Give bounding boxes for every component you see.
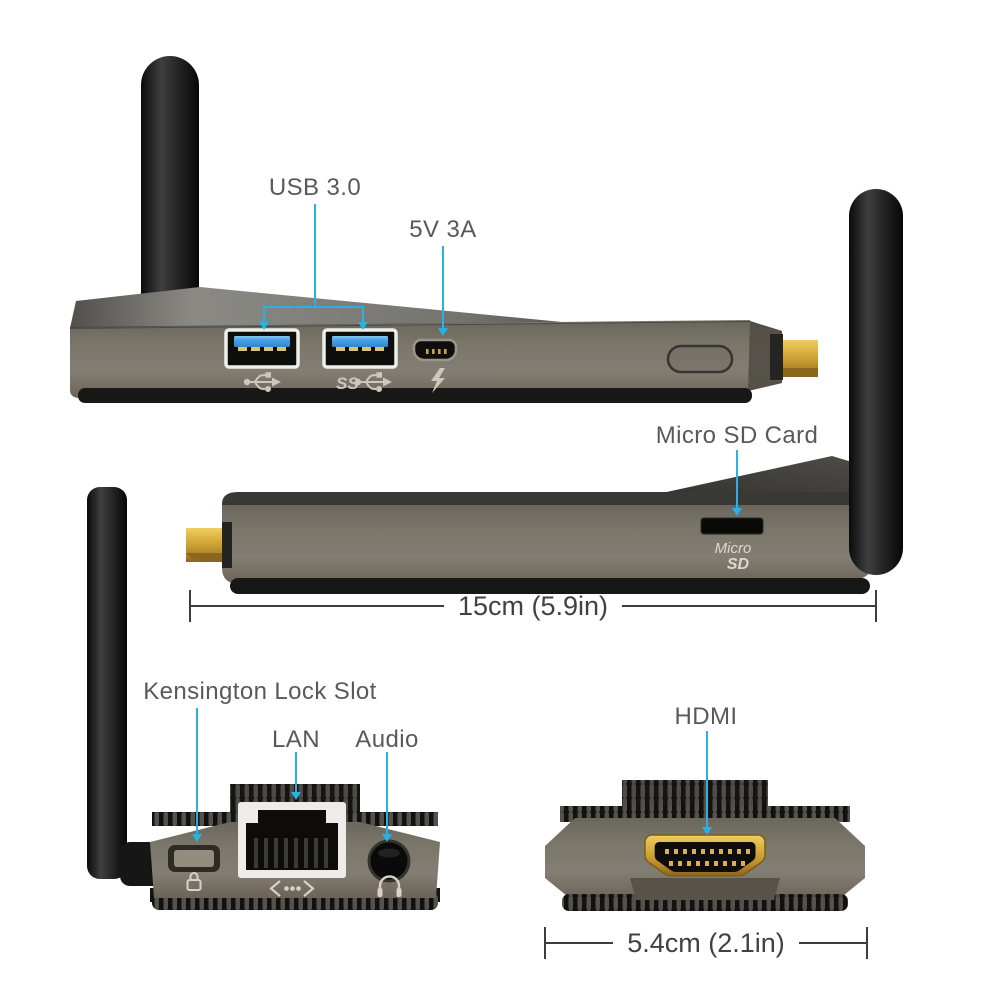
dimension-length: 15cm (5.9in) xyxy=(189,590,877,622)
wifi-antenna-folded xyxy=(87,487,127,879)
usb-port-2 xyxy=(322,328,398,369)
dimension-tick xyxy=(875,590,877,622)
svg-text:Micro: Micro xyxy=(715,540,752,557)
kensington-lock-slot xyxy=(168,845,220,872)
usb-port-1 xyxy=(224,328,300,369)
micro-sd-slot xyxy=(700,517,764,535)
device-hdmi-end-view xyxy=(545,780,865,911)
lightning-bolt-icon xyxy=(431,368,445,393)
micro-usb-power-port xyxy=(412,338,458,362)
svg-text:SD: SD xyxy=(727,556,750,573)
dimension-tick xyxy=(544,927,546,959)
hdmi-connector xyxy=(644,834,766,877)
headphones-icon xyxy=(377,875,402,897)
device-rear-io-view xyxy=(87,487,440,910)
dimension-width: 5.4cm (2.1in) xyxy=(544,927,868,959)
dimension-tick xyxy=(189,590,191,622)
ethernet-icon xyxy=(269,880,315,897)
micro-sd-marking: Micro SD xyxy=(715,540,752,573)
label-power: 5V 3A xyxy=(409,216,477,243)
label-kensington: Kensington Lock Slot xyxy=(143,678,377,705)
dimension-width-text: 5.4cm (2.1in) xyxy=(627,927,785,958)
hdmi-recess xyxy=(630,878,780,900)
label-hdmi: HDMI xyxy=(674,703,738,730)
dimension-tick xyxy=(866,927,868,959)
label-lan: LAN xyxy=(272,726,320,753)
power-button xyxy=(666,344,734,374)
device-usb-side-view: SS xyxy=(69,56,818,403)
ss-usb-trident-icon: SS xyxy=(336,371,393,393)
label-micro-sd: Micro SD Card xyxy=(655,422,819,449)
label-audio: Audio xyxy=(355,726,419,753)
wifi-antenna xyxy=(141,56,199,324)
lan-port xyxy=(238,802,346,878)
lock-icon xyxy=(186,872,202,891)
dimension-length-text: 15cm (5.9in) xyxy=(457,590,609,621)
wifi-antenna xyxy=(849,189,903,575)
svg-text:SS: SS xyxy=(336,374,359,393)
label-usb30: USB 3.0 xyxy=(268,174,362,201)
audio-jack xyxy=(367,839,411,883)
device-sd-side-view: Micro SD xyxy=(186,189,903,594)
